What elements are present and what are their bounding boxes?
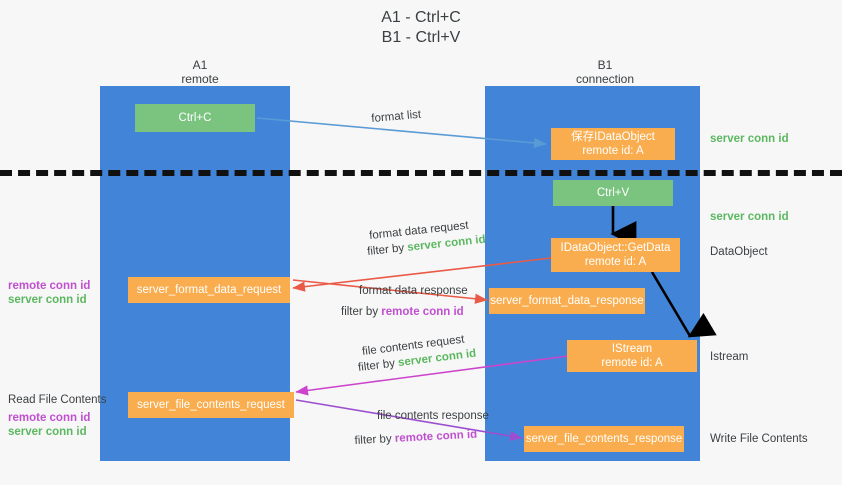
filter-prefix: filter by — [366, 241, 408, 259]
box-server-file-contents-response[interactable]: server_file_contents_response — [524, 426, 684, 452]
side-label-write-file-contents: Write File Contents — [710, 433, 808, 445]
side-label-dataobject: DataObject — [710, 246, 768, 258]
box-ctrl-v[interactable]: Ctrl+V — [553, 180, 673, 206]
box-ctrl-v-label: Ctrl+V — [596, 187, 630, 199]
box-idataobject-getdata[interactable]: IDataObject::GetData remote id: A — [551, 238, 680, 272]
filter-prefix: filter by — [341, 306, 382, 318]
box-ctrl-c[interactable]: Ctrl+C — [135, 104, 255, 132]
column-header-a1-sub: remote — [181, 72, 219, 86]
side-label-read-file-contents: Read File Contents — [8, 394, 107, 406]
legend-server-conn-id-2: server conn id — [8, 426, 87, 438]
box-save-idataobject[interactable]: 保存IDataObject remote id: A — [551, 128, 675, 160]
box-save-idataobject-line2: remote id: A — [582, 145, 644, 157]
box-idataobject-getdata-line2: remote id: A — [584, 256, 647, 268]
arrow-label-format-list: format list — [370, 108, 422, 126]
side-label-server-conn-id-mid: server conn id — [710, 211, 789, 223]
filter-key-remote-conn-id: remote conn id — [394, 428, 478, 445]
legend-format-conn-ids: remote conn id server conn id — [8, 279, 90, 307]
box-server-format-data-response[interactable]: server_format_data_response — [489, 288, 645, 314]
box-server-file-contents-request-label: server_file_contents_request — [137, 399, 285, 411]
title-line-2: B1 - Ctrl+V — [381, 29, 461, 46]
box-server-format-data-response-label: server_format_data_response — [490, 295, 644, 307]
box-server-format-data-request[interactable]: server_format_data_request — [128, 277, 290, 303]
filter-key-remote-conn-id: remote conn id — [381, 306, 464, 318]
arrow-label-format-data-response: format data response — [359, 285, 468, 297]
box-istream[interactable]: IStream remote id: A — [567, 340, 697, 372]
diagram-title: A1 - Ctrl+C B1 - Ctrl+V — [0, 8, 842, 48]
arrow-label-file-contents-response: file contents response — [377, 410, 489, 422]
filter-prefix: filter by — [357, 357, 399, 375]
phase-divider — [0, 170, 842, 176]
legend-remote-conn-id-2: remote conn id — [8, 412, 91, 424]
box-idataobject-getdata-line1: IDataObject::GetData — [560, 242, 671, 254]
column-header-b1: B1 connection — [545, 58, 665, 86]
arrow-label-file-contents-response-filter: filter by remote conn id — [354, 428, 477, 448]
box-server-file-contents-response-label: server_file_contents_response — [525, 433, 683, 445]
legend-server-conn-id-1: server conn id — [8, 294, 87, 306]
box-server-file-contents-request[interactable]: server_file_contents_request — [128, 392, 294, 418]
side-label-istream: Istream — [710, 351, 749, 363]
column-header-b1-name: B1 — [597, 58, 613, 72]
box-ctrl-c-label: Ctrl+C — [178, 112, 212, 124]
legend-file-conn-ids: remote conn id server conn id — [8, 411, 90, 439]
filter-prefix: filter by — [354, 432, 396, 448]
arrow-label-format-data-response-filter: filter by remote conn id — [341, 305, 464, 319]
box-istream-line1: IStream — [611, 343, 653, 355]
side-label-server-conn-id-top: server conn id — [710, 133, 789, 145]
legend-remote-conn-id-1: remote conn id — [8, 280, 91, 292]
column-header-a1: A1 remote — [140, 58, 260, 86]
column-header-b1-sub: connection — [575, 72, 635, 86]
column-header-a1-name: A1 — [192, 58, 208, 72]
box-save-idataobject-line1: 保存IDataObject — [571, 131, 655, 143]
box-server-format-data-request-label: server_format_data_request — [136, 284, 282, 296]
box-istream-line2: remote id: A — [601, 357, 663, 369]
title-line-1: A1 - Ctrl+C — [381, 9, 461, 26]
